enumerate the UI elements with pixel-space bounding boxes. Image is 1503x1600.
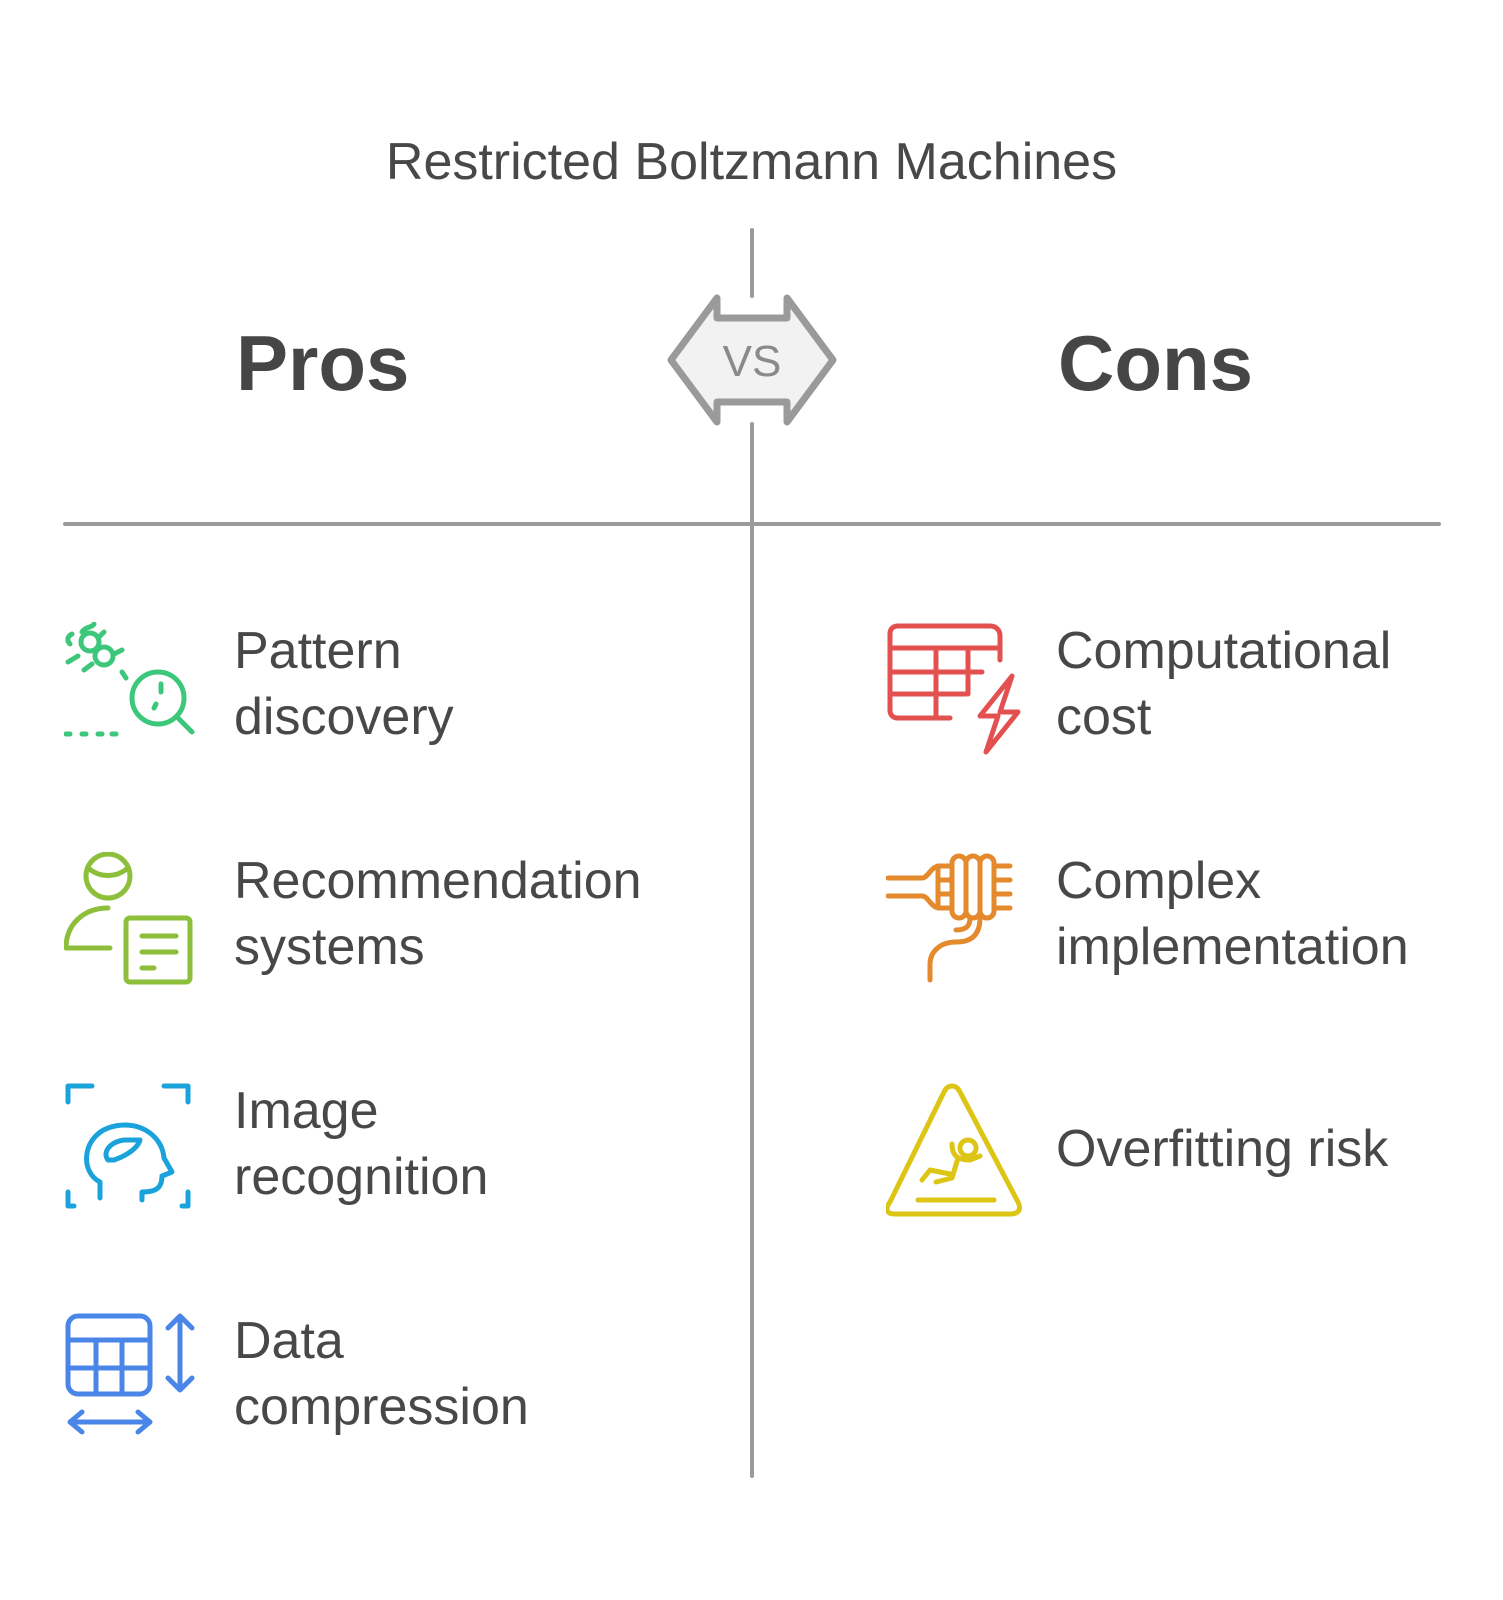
label-line: Recommendation [234, 852, 642, 910]
label-line: Overfitting risk [1056, 1120, 1389, 1178]
diagram-title: Restricted Boltzmann Machines [385, 133, 1118, 191]
horizontal-divider [63, 522, 1441, 526]
vertical-divider-top [750, 228, 754, 298]
cons-item-label: Computational cost [1056, 618, 1391, 750]
cons-heading: Cons [1058, 319, 1253, 407]
pros-item-label: Data compression [234, 1308, 529, 1440]
label-line: Complex [1056, 852, 1262, 910]
label-line: recognition [234, 1148, 489, 1206]
label-line: compression [234, 1378, 529, 1436]
pros-item-label: Recommendation systems [234, 848, 642, 980]
user-document-icon [64, 852, 193, 985]
cons-item-label: Overfitting risk [1056, 1116, 1388, 1182]
label-line: Pattern [234, 622, 402, 680]
vs-label: VS [723, 337, 782, 386]
label-line: systems [234, 918, 425, 976]
table-resize-icon [65, 1313, 195, 1435]
label-line: Data [234, 1312, 344, 1370]
label-line: Image [234, 1082, 379, 1140]
pros-heading: Pros [236, 319, 410, 407]
label-line: discovery [234, 688, 454, 746]
head-scan-icon [65, 1083, 191, 1209]
plug-cable-icon [886, 853, 1013, 983]
label-line: cost [1056, 688, 1152, 746]
pros-item-label: Image recognition [234, 1078, 488, 1210]
label-line: Computational [1056, 622, 1392, 680]
cons-item-label: Complex implementation [1056, 848, 1409, 980]
bug-search-icon [64, 622, 195, 737]
vs-badge: VS [667, 294, 837, 426]
slip-warning-icon [886, 1083, 1022, 1217]
pros-item-label: Pattern discovery [234, 618, 454, 750]
label-line: implementation [1056, 918, 1409, 976]
vertical-divider-main [750, 422, 754, 1478]
vs-double-arrow-shape [667, 294, 837, 426]
table-lightning-icon [887, 623, 1021, 755]
